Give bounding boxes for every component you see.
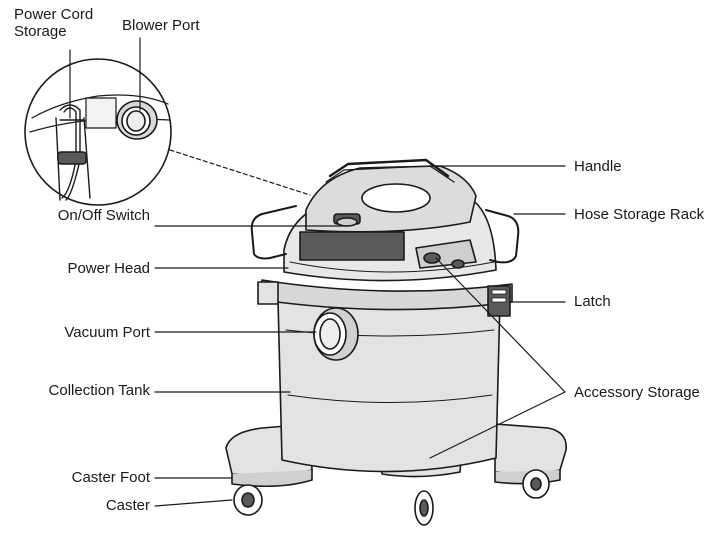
inset-dashed-leader: [169, 149, 311, 196]
collection-tank: [277, 299, 501, 473]
label-power-cord-storage-line2: Storage: [14, 23, 67, 40]
label-caster: Caster: [105, 497, 150, 514]
label-latch: Latch: [574, 293, 611, 310]
label-handle: Handle: [574, 158, 622, 175]
label-on-off-switch: On/Off Switch: [57, 207, 150, 224]
label-vacuum-port: Vacuum Port: [64, 324, 150, 341]
power-cord-detail: [55, 104, 91, 201]
top-cover: [305, 158, 477, 233]
label-power-cord-storage-line1: Power Cord: [14, 6, 94, 23]
label-collection-tank: Collection Tank: [48, 382, 150, 399]
casters: [233, 469, 550, 526]
handle-shape: [328, 158, 450, 178]
leader-lines: [69, 37, 566, 507]
label-blower-port: Blower Port: [122, 17, 200, 34]
detail-inset: [24, 58, 172, 206]
label-accessory-storage: Accessory Storage: [574, 384, 700, 401]
hose-storage-racks: [250, 205, 520, 264]
label-caster-foot: Caster Foot: [71, 469, 150, 486]
vacuum-port: [313, 307, 359, 361]
label-power-cord-storage: Power Cord Storage: [14, 6, 93, 40]
label-power-head: Power Head: [67, 260, 150, 277]
blower-port-detail: [116, 100, 158, 140]
tank-rim: [257, 279, 513, 317]
label-hose-storage-rack: Hose Storage Rack: [574, 206, 705, 223]
